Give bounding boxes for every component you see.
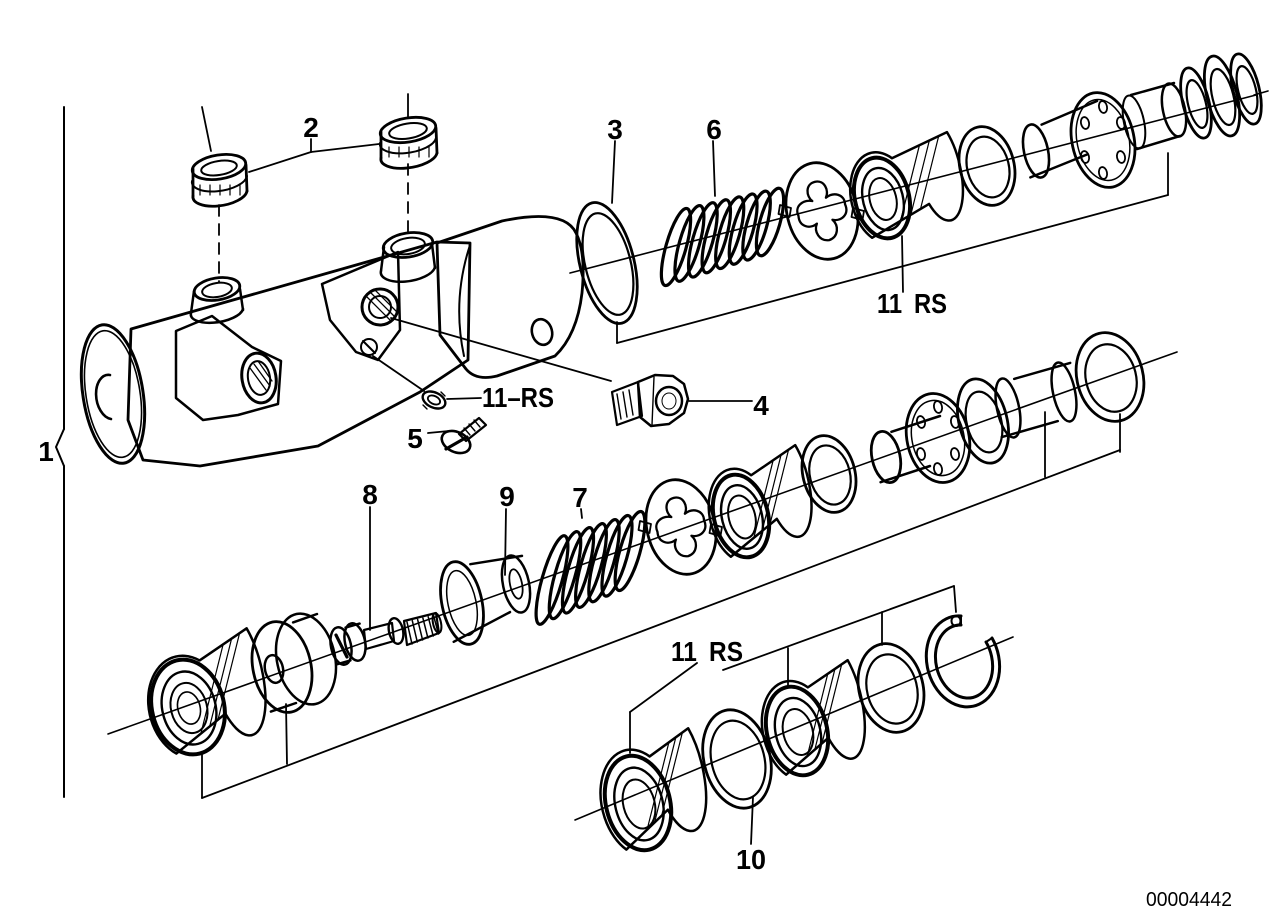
callout-8: 8 bbox=[362, 479, 378, 510]
reservoir-plug-right bbox=[378, 115, 439, 170]
seal-ring-11rs bbox=[421, 390, 447, 410]
piston-cup-left bbox=[146, 627, 267, 757]
washer-bushing-9 bbox=[439, 554, 532, 646]
piston-cup-mid bbox=[707, 443, 813, 560]
callout-11mid: 11–RS bbox=[482, 382, 554, 413]
snap-ring bbox=[924, 614, 1002, 709]
piston-cup-top bbox=[848, 130, 965, 241]
kit-bracket-lines bbox=[201, 152, 1169, 799]
callout-7: 7 bbox=[572, 482, 588, 513]
drawing-number: 00004442 bbox=[1146, 889, 1232, 910]
callout-1: 1 bbox=[38, 436, 54, 467]
collar-washer-mid bbox=[956, 377, 1010, 465]
callout-6: 6 bbox=[706, 114, 722, 145]
callout-10: 10 bbox=[736, 844, 766, 875]
pressure-spring-7 bbox=[534, 509, 647, 626]
piston-disc bbox=[250, 612, 338, 714]
repair-kit-brace bbox=[55, 106, 65, 798]
seal-disc-3 bbox=[1229, 52, 1263, 126]
kit-ring bbox=[856, 642, 926, 734]
pressure-spring-6 bbox=[659, 186, 786, 288]
support-washer-mid bbox=[800, 434, 858, 514]
piston-rod-mid bbox=[869, 392, 972, 484]
master-cylinder-body bbox=[79, 215, 585, 468]
callout-9: 9 bbox=[499, 481, 515, 512]
stop-ring-mid bbox=[1074, 331, 1146, 423]
callout-2: 2 bbox=[303, 112, 319, 143]
piston-rod-top bbox=[1021, 81, 1188, 189]
support-washer-top bbox=[957, 125, 1017, 207]
bleeder-screw-5 bbox=[440, 416, 488, 455]
bleeder-valve-4 bbox=[610, 373, 753, 428]
callout-11bot: 11 RS bbox=[671, 636, 743, 667]
gasket-ring-3 bbox=[575, 201, 639, 325]
callout-4: 4 bbox=[753, 390, 769, 421]
leader-lines bbox=[201, 93, 754, 845]
callout-3: 3 bbox=[607, 114, 623, 145]
reservoir-port-right bbox=[379, 231, 437, 284]
kit-cup-front bbox=[760, 658, 866, 778]
reservoir-plug-left bbox=[190, 153, 249, 208]
kit-cup-rear bbox=[599, 727, 708, 853]
stop-screw-8 bbox=[329, 611, 443, 666]
reservoir-port-left bbox=[189, 276, 245, 325]
callout-11top: 11 RS bbox=[877, 288, 947, 319]
piston-body-mid bbox=[994, 361, 1078, 439]
callout-5: 5 bbox=[407, 423, 423, 454]
